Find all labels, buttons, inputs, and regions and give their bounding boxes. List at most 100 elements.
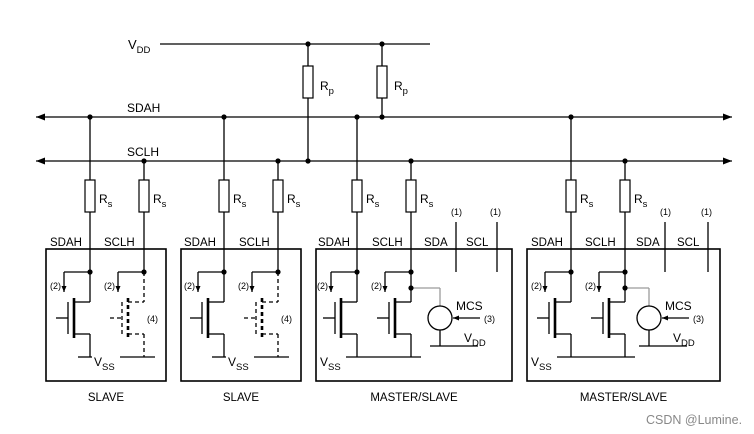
vdd-supply-label-base: V xyxy=(128,37,137,52)
sclh-series-resistor-label-sub: s xyxy=(643,199,648,210)
pullup-resistor-label-base: R xyxy=(394,79,403,93)
sdah-series-resistor-label-base: R xyxy=(233,192,242,206)
sclh-series-resistor xyxy=(138,179,150,213)
sdah-transistor xyxy=(323,272,358,357)
optional-transistor-note: (4) xyxy=(281,314,292,324)
sdah-series-resistor-label: Rs xyxy=(99,192,113,210)
vdd-supply-label-sub: DD xyxy=(137,45,151,56)
sclh-series-resistor-label-sub: s xyxy=(429,199,434,210)
mcs-note: (3) xyxy=(693,314,704,324)
sclh-series-resistor-label-base: R xyxy=(634,192,643,206)
sclh-transistor xyxy=(591,272,626,357)
sclh-tap-dot xyxy=(408,158,414,164)
sdah-pin-label: SDAH xyxy=(50,237,82,249)
sclh-series-resistor-label-base: R xyxy=(420,192,429,206)
pullup-resistor-label-sub: p xyxy=(403,86,408,97)
mcs-label: MCS xyxy=(665,299,692,313)
sclh-tap-dot xyxy=(141,158,147,164)
sdah-series-resistor-label: Rs xyxy=(366,192,380,210)
mcs-note: (3) xyxy=(484,314,495,324)
sdah-series-resistor-label: Rs xyxy=(233,192,247,210)
mcs-vdd-label: VDD xyxy=(464,331,486,349)
sdah-note: (2) xyxy=(317,281,328,291)
device-caption: MASTER/SLAVE xyxy=(370,392,458,404)
mcs-current-source xyxy=(636,305,662,331)
sdah-series-resistor xyxy=(84,179,96,213)
supply-rail: VDD xyxy=(128,37,430,56)
sdah-tap-dot xyxy=(221,114,227,120)
vss-label-base: V xyxy=(228,355,236,369)
pullup-resistor-body xyxy=(302,65,314,99)
sdah-series-resistor-label: Rs xyxy=(580,192,594,210)
pullup-resistor-label: Rp xyxy=(394,79,408,97)
pullup-resistor-label: Rp xyxy=(320,79,334,97)
mcs-vdd-label-sub: DD xyxy=(472,338,486,349)
vss-label: VSS xyxy=(320,355,341,373)
sda-pin-label: SDA xyxy=(636,237,660,249)
sclh-note: (2) xyxy=(371,281,382,291)
watermark-text: CSDN @Lumine. xyxy=(646,413,742,427)
sdah-pin-label: SDAH xyxy=(318,237,350,249)
sdah-note: (2) xyxy=(184,281,195,291)
sclh-note: (2) xyxy=(238,281,249,291)
vss-label-sub: SS xyxy=(236,362,249,373)
scl-pin-label: SCL xyxy=(466,237,489,249)
sdah-transistor xyxy=(56,272,91,357)
mcs-current-source xyxy=(427,305,453,331)
mcs-vdd-label-sub: DD xyxy=(681,338,695,349)
sclh-series-resistor xyxy=(405,179,417,213)
vss-label-base: V xyxy=(320,355,328,369)
sclh-bus-label: SCLH xyxy=(127,145,159,159)
sdah-bus-label: SDAH xyxy=(127,101,160,115)
sclh-series-resistor-label-base: R xyxy=(287,192,296,206)
vdd-supply-label: VDD xyxy=(128,37,151,56)
vss-label-sub: SS xyxy=(328,362,341,373)
vss-label-base: V xyxy=(531,355,539,369)
vss-label: VSS xyxy=(531,355,552,373)
sclh-series-resistor xyxy=(272,179,284,213)
sclh-note: (2) xyxy=(104,281,115,291)
sdah-series-resistor-label-sub: s xyxy=(375,199,380,210)
sclh-tap-dot xyxy=(275,158,281,164)
device-box xyxy=(315,248,513,382)
sdah-pin-label: SDAH xyxy=(531,237,563,249)
sdah-tap-dot xyxy=(354,114,360,120)
sdah-series-resistor-label-base: R xyxy=(99,192,108,206)
sda-note: (1) xyxy=(660,207,671,217)
vss-label-base: V xyxy=(94,355,102,369)
sclh-series-resistor-label-base: R xyxy=(153,192,162,206)
sclh-series-resistor-label: Rs xyxy=(287,192,301,210)
device-box xyxy=(45,248,167,382)
mcs-label: MCS xyxy=(456,299,483,313)
junction-dot xyxy=(305,41,311,47)
pullup-resistor-label-sub: p xyxy=(329,86,334,97)
sdah-tap-dot xyxy=(568,114,574,120)
pullup-resistor-2: Rp xyxy=(376,41,408,120)
mcs-vdd-label-base: V xyxy=(464,331,472,345)
sclh-pin-label: SCLH xyxy=(239,237,270,249)
vss-label: VSS xyxy=(94,355,115,373)
pullup-resistor-1: Rp xyxy=(302,41,334,164)
sclh-note: (2) xyxy=(585,281,596,291)
sdah-tap-dot xyxy=(87,114,93,120)
scl-pin-label: SCL xyxy=(677,237,700,249)
device-caption: MASTER/SLAVE xyxy=(580,392,668,404)
sclh-pin-label: SCLH xyxy=(104,237,135,249)
sdah-series-resistor xyxy=(351,179,363,213)
sclh-series-resistor xyxy=(619,179,631,213)
sdah-pin-label: SDAH xyxy=(184,237,216,249)
sclh-tap-dot xyxy=(622,158,628,164)
pullup-resistor-label-base: R xyxy=(320,79,329,93)
vss-label-sub: SS xyxy=(102,362,115,373)
sdah-series-resistor-label-sub: s xyxy=(108,199,113,210)
sdah-series-resistor xyxy=(565,179,577,213)
sclh-transistor xyxy=(244,272,279,357)
sda-pin-label: SDA xyxy=(424,237,448,249)
sdah-note: (2) xyxy=(531,281,542,291)
sdah-series-resistor-label-sub: s xyxy=(242,199,247,210)
device-caption: SLAVE xyxy=(88,392,125,404)
vss-label-sub: SS xyxy=(539,362,552,373)
sclh-series-resistor-label-sub: s xyxy=(296,199,301,210)
